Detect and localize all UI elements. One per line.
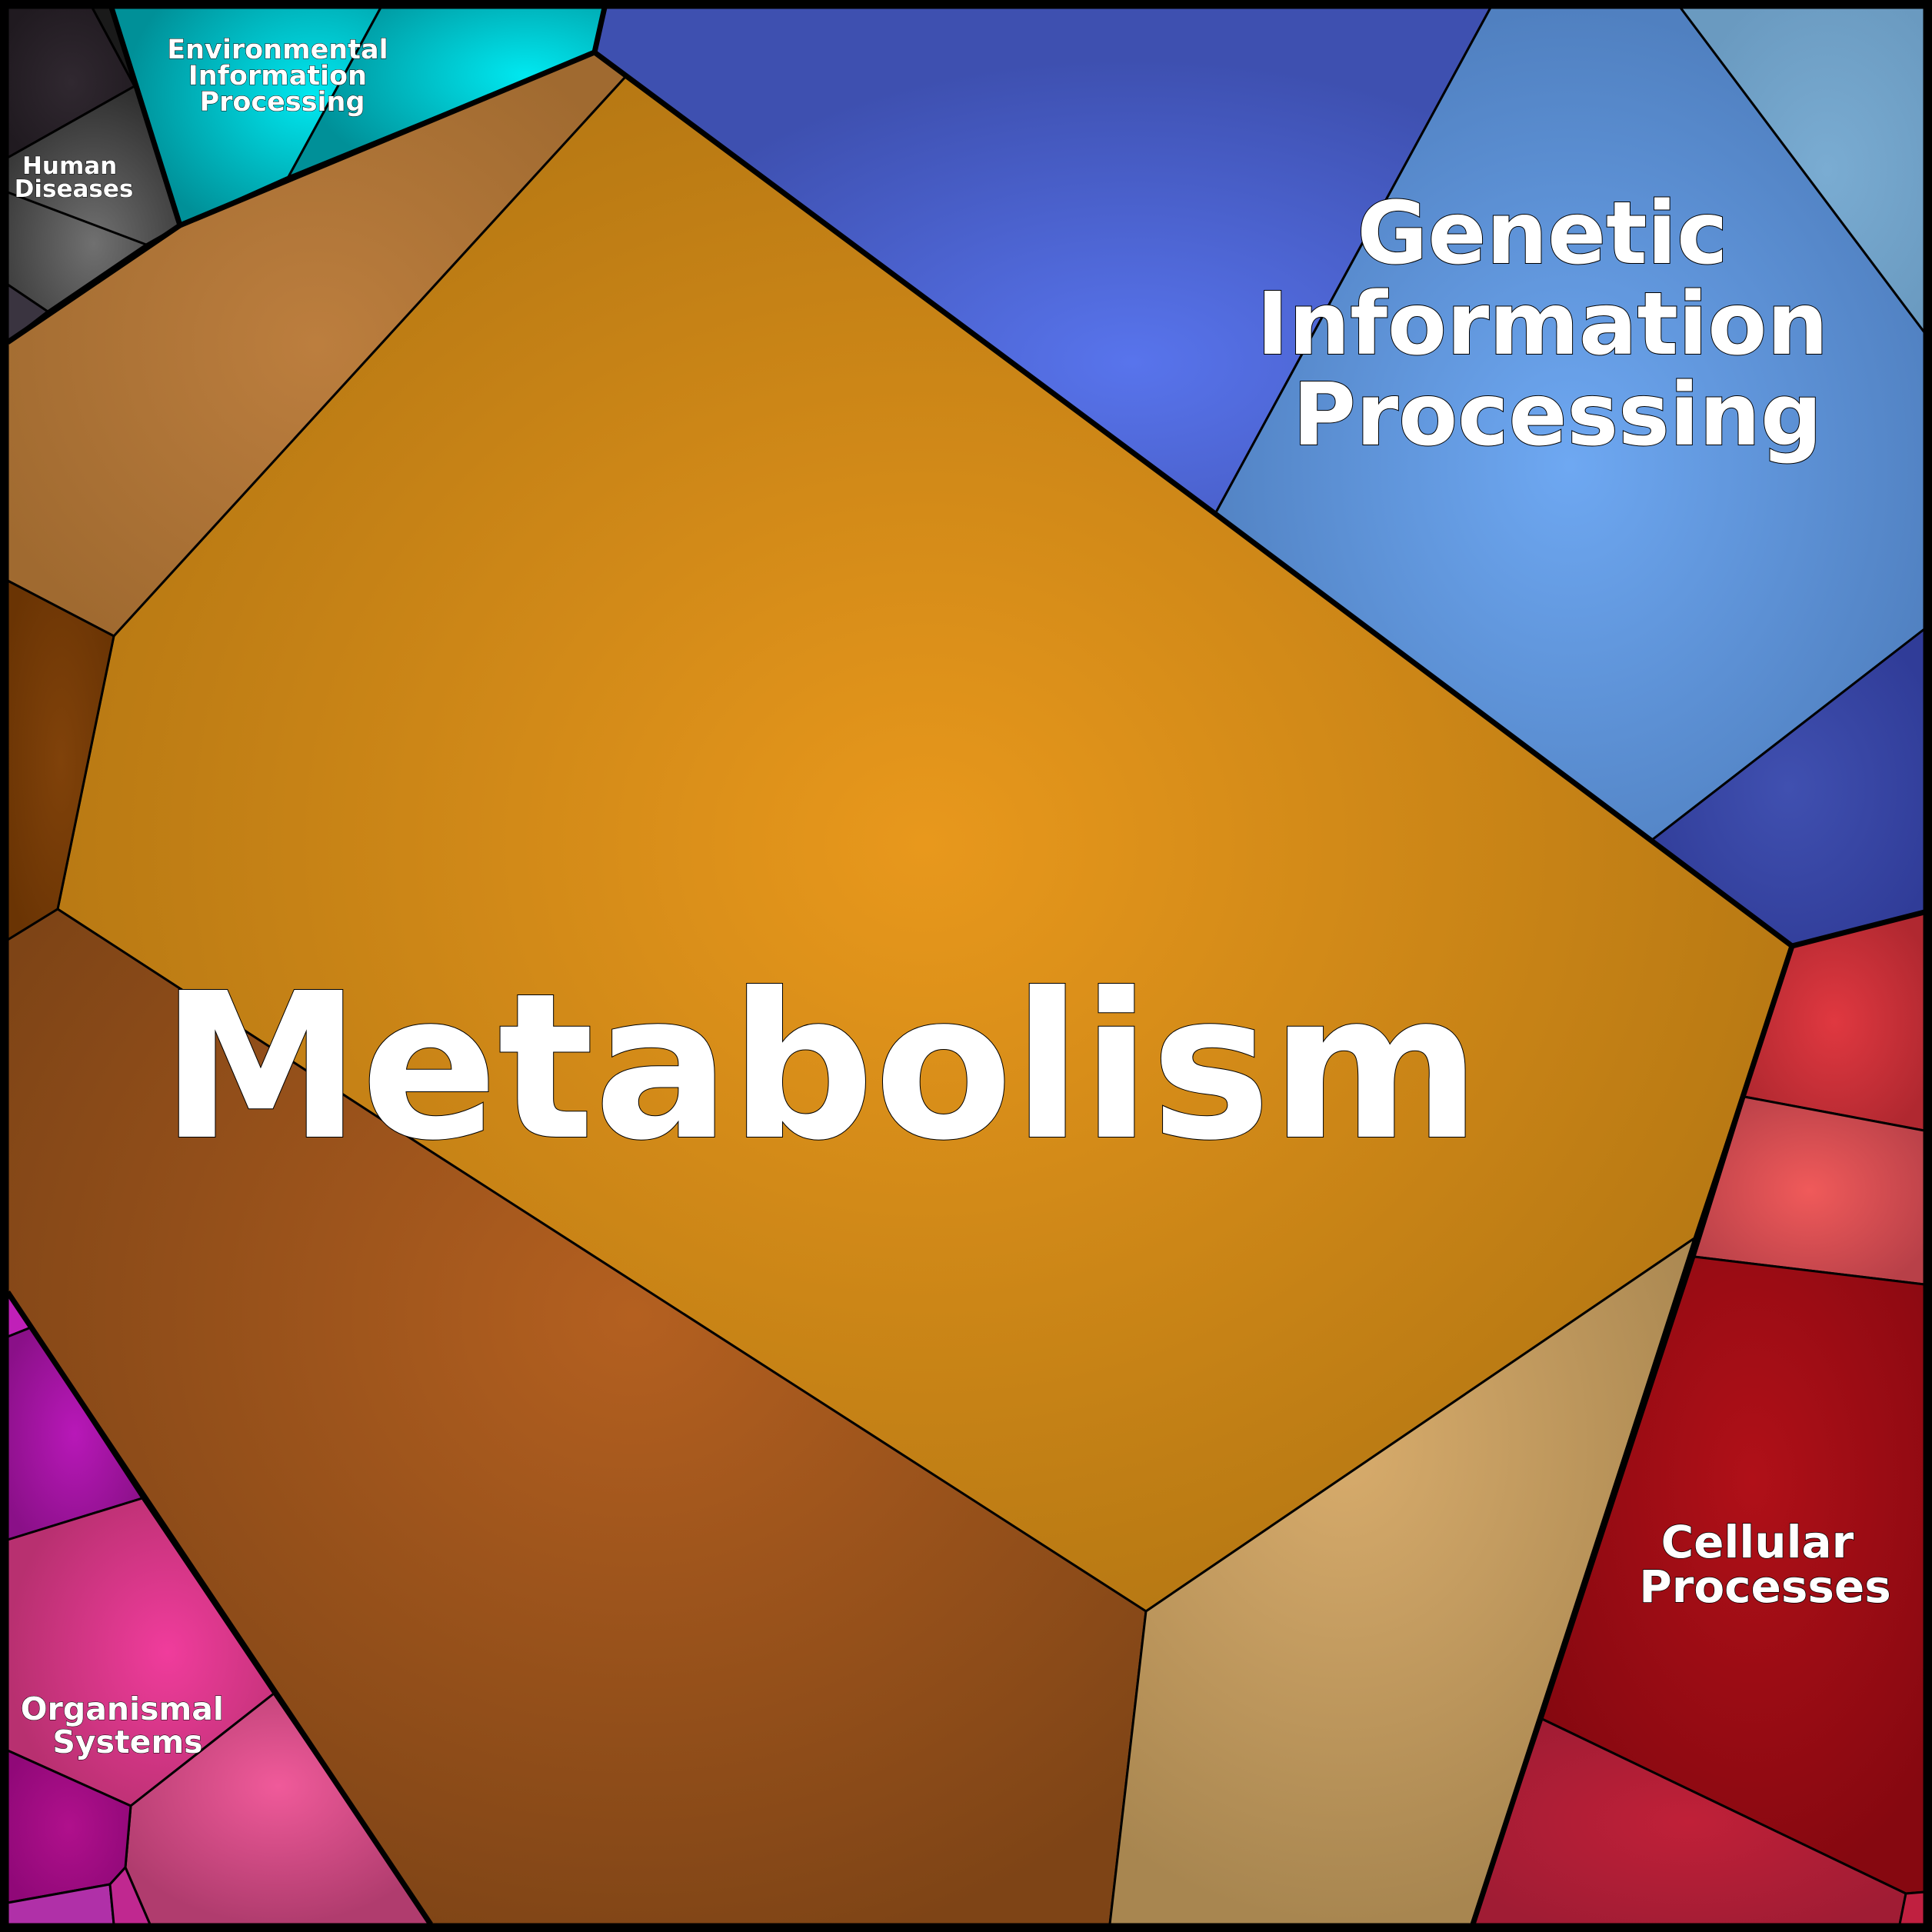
label-cellular: Cellular Processes — [1639, 1516, 1891, 1613]
label-environmental-line-3: Processing — [199, 87, 365, 118]
cells-human — [6, 6, 182, 344]
border-metabolism-cellular — [1470, 909, 1925, 1926]
category-labels: Metabolism Genetic Information Processin… — [14, 35, 1891, 1761]
cell-dividers — [7, 191, 147, 246]
label-genetic-line-3: Processing — [1293, 365, 1822, 465]
border-metabolism-genetic — [591, 7, 1794, 948]
label-genetic-line-1: Genetic — [1357, 184, 1728, 284]
label-cellular-line-1: Cellular — [1661, 1516, 1854, 1568]
label-organismal-line-2: Systems — [52, 1724, 202, 1760]
label-human: Human Diseases — [15, 152, 134, 203]
label-human-line-2: Diseases — [15, 175, 134, 203]
label-metabolism-line-1: Metabolism — [161, 950, 1481, 1184]
border-metabolism-organismal — [5, 1291, 433, 1926]
label-human-line-1: Human — [22, 152, 117, 180]
label-metabolism: Metabolism — [161, 950, 1481, 1184]
label-environmental: Environmental Information Processing — [167, 35, 398, 118]
border-environmental-metabolism — [178, 49, 596, 228]
border-environmental-human — [108, 6, 183, 227]
label-genetic: Genetic Information Processing — [1257, 184, 1858, 465]
label-environmental-line-2: Information — [188, 61, 367, 92]
divider-human-1 — [7, 191, 147, 246]
label-genetic-line-2: Information — [1257, 275, 1828, 375]
cells-organismal — [6, 1291, 432, 1926]
label-organismal: Organismal Systems — [21, 1690, 235, 1760]
cells-metabolism — [6, 51, 1794, 1926]
label-cellular-line-2: Processes — [1639, 1561, 1891, 1613]
cells-cellular — [1471, 911, 1926, 1926]
label-organismal-line-1: Organismal — [21, 1690, 224, 1727]
label-environmental-line-1: Environmental — [167, 35, 388, 65]
category-borders — [5, 6, 1925, 1926]
border-human-metabolism — [6, 223, 182, 345]
